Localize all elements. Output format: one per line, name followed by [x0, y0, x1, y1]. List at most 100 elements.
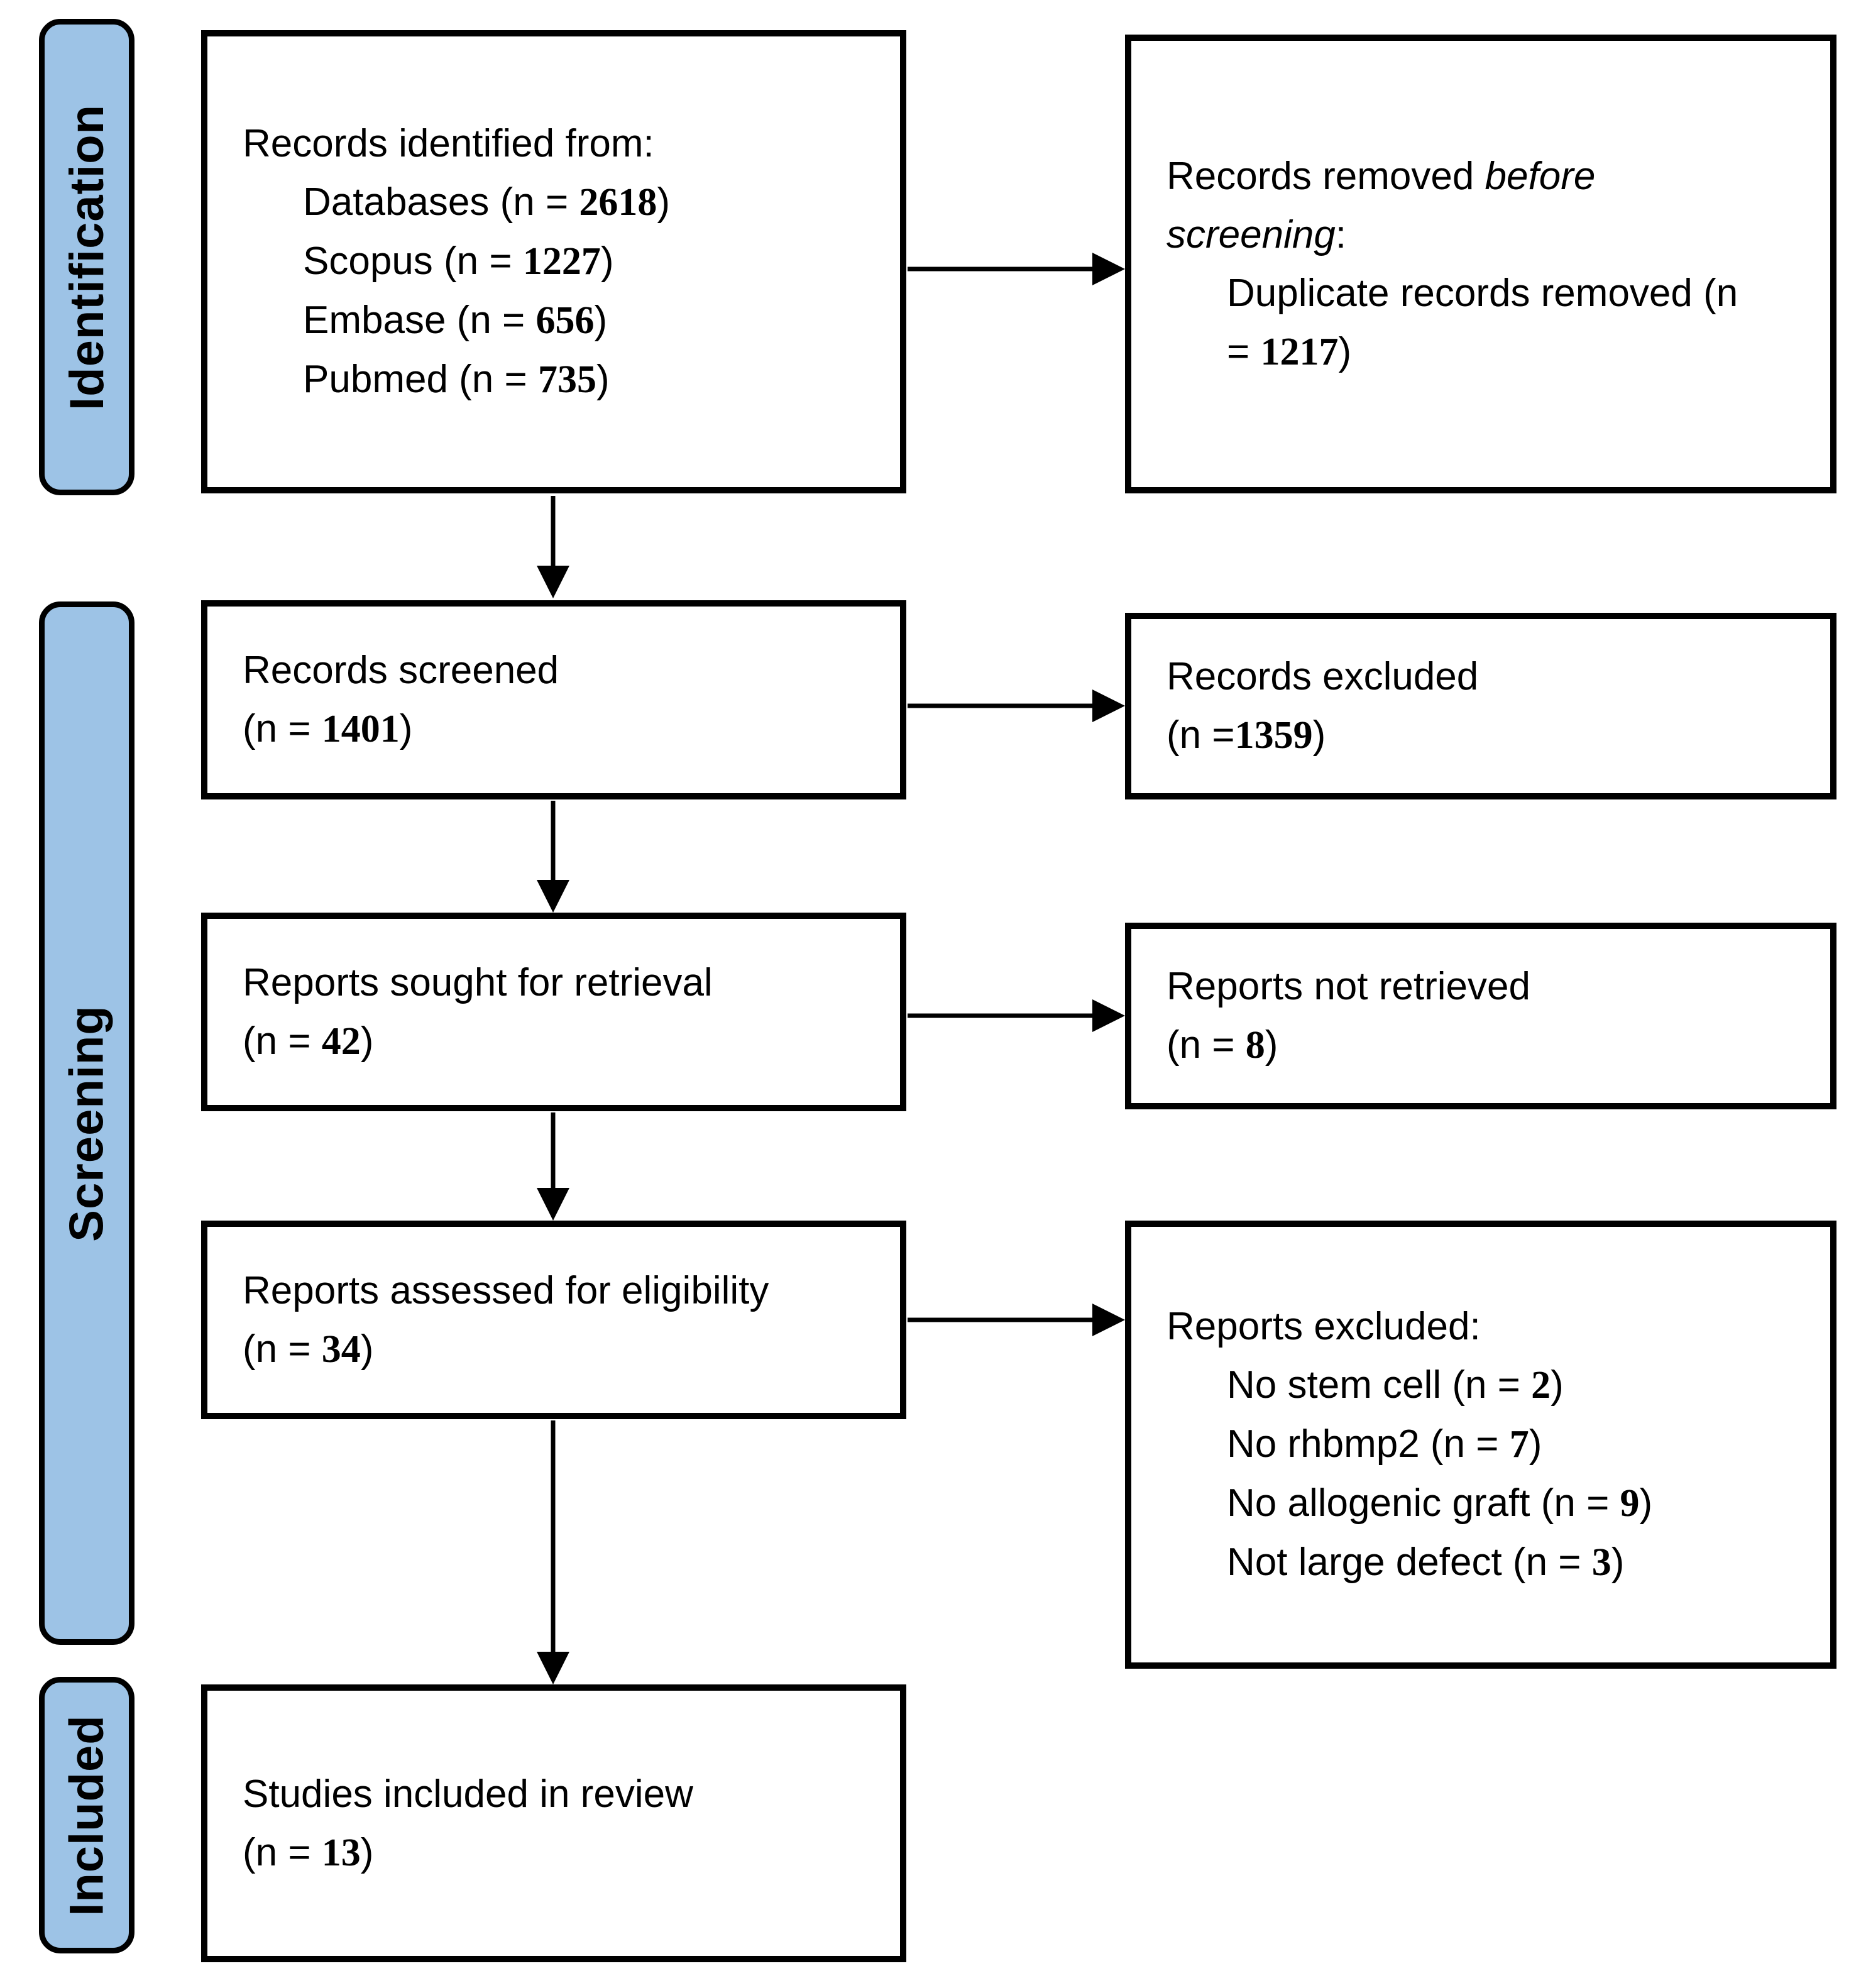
stage-pill-identification: Identification [39, 19, 134, 495]
box-text-segment: 8 [1245, 1024, 1265, 1067]
box-text-segment: 3 [1591, 1541, 1611, 1584]
stage-pill-screening: Screening [39, 601, 134, 1645]
box-text-segment: 7 [1509, 1423, 1529, 1466]
arrow-identified-to-screened [537, 496, 569, 598]
box-records-screened: Records screened (n = 1401) [201, 600, 906, 799]
box-text-line: (n = 13) [243, 1823, 881, 1882]
box-text-line: Duplicate records removed (n [1167, 264, 1811, 322]
box-reports-sought: Reports sought for retrieval (n = 42) [201, 913, 906, 1111]
box-text-segment: : [1335, 212, 1347, 256]
box-text-segment: Reports not retrieved [1167, 965, 1530, 1008]
box-text-segment: ) [399, 707, 413, 750]
box-text-segment: 2 [1531, 1364, 1551, 1407]
box-text-segment: (n = [243, 1830, 322, 1874]
box-text-segment: 42 [321, 1019, 361, 1063]
box-text-segment: Reports sought for retrieval [243, 960, 713, 1004]
box-text-segment: ) [360, 1019, 374, 1063]
box-text-segment: Not large defect (n = [1227, 1540, 1592, 1584]
box-text-segment: Studies included in review [243, 1772, 693, 1816]
box-text-line: screening: [1167, 206, 1811, 264]
box-text-segment: 34 [321, 1327, 361, 1371]
box-text-line: (n = 8) [1167, 1016, 1811, 1075]
arrow-identified-to-removed [908, 253, 1125, 285]
box-text-line: Records screened [243, 641, 881, 700]
box-text-segment: 735 [537, 358, 596, 401]
box-text-line: (n = 42) [243, 1012, 881, 1071]
box-text-segment: 2618 [579, 181, 657, 224]
box-text-segment: (n = [243, 1327, 322, 1371]
box-text-segment: ) [594, 299, 608, 342]
stage-label-identification: Identification [60, 104, 114, 410]
box-text-segment: 1359 [1234, 714, 1313, 757]
box-text-segment: Embase (n = [303, 299, 536, 342]
box-text-segment: 1401 [321, 708, 400, 750]
box-text-line: Records excluded [1167, 647, 1811, 706]
box-reports-excluded: Reports excluded:No stem cell (n = 2)No … [1125, 1221, 1836, 1669]
arrow-sought-to-assessed [537, 1112, 569, 1221]
stage-label-included: Included [60, 1714, 114, 1916]
box-text-line: (n = 1401) [243, 700, 881, 759]
box-text-segment: ) [1312, 713, 1326, 757]
stage-pill-included: Included [39, 1677, 134, 1953]
box-text-line: Embase (n = 656) [243, 291, 881, 350]
box-text-segment: ) [600, 239, 614, 283]
box-text-segment: ) [1639, 1481, 1653, 1525]
box-text-segment: ) [596, 358, 610, 401]
box-text-line: (n =1359) [1167, 706, 1811, 765]
box-text-segment: Records identified from: [243, 122, 654, 165]
box-text-segment: Reports excluded: [1167, 1305, 1481, 1348]
box-text-segment: ) [1265, 1023, 1278, 1067]
box-text-line: Records identified from: [243, 114, 881, 173]
box-text-segment: Databases (n = [303, 180, 579, 224]
arrow-assessed-to-reports-excluded [908, 1304, 1125, 1336]
box-text-segment: (n = [243, 1019, 322, 1063]
box-text-line: No allogenic graft (n = 9) [1167, 1474, 1811, 1533]
arrow-sought-to-not-retrieved [908, 999, 1125, 1032]
box-text-line: Reports sought for retrieval [243, 953, 881, 1012]
box-text-segment: 13 [321, 1831, 361, 1874]
stage-label-screening: Screening [60, 1004, 114, 1242]
box-text-line: No rhbmp2 (n = 7) [1167, 1415, 1811, 1474]
box-reports-assessed: Reports assessed for eligibility (n = 34) [201, 1221, 906, 1419]
box-text-line: Reports assessed for eligibility [243, 1261, 881, 1320]
box-text-segment: Scopus (n = [303, 239, 523, 283]
box-text-segment: ) [1611, 1540, 1625, 1584]
box-text-line: Studies included in review [243, 1765, 881, 1823]
box-text-segment: 9 [1620, 1482, 1640, 1525]
box-text-segment: ) [360, 1830, 374, 1874]
box-text-segment: = [1227, 329, 1261, 373]
box-text-segment: ) [360, 1327, 374, 1371]
box-text-line: No stem cell (n = 2) [1167, 1356, 1811, 1415]
box-text-segment: No stem cell (n = [1227, 1363, 1532, 1407]
box-text-segment: Records removed [1167, 154, 1485, 198]
box-text-segment: ) [1529, 1422, 1542, 1466]
box-text-segment: screening [1167, 212, 1336, 256]
box-records-identified: Records identified from: Databases (n = 2… [201, 30, 906, 493]
box-studies-included: Studies included in review (n = 13) [201, 1684, 906, 1962]
box-text-segment: 1227 [522, 240, 601, 283]
arrow-assessed-to-included [537, 1420, 569, 1684]
box-text-segment: (n = [243, 707, 322, 750]
box-text-segment: Pubmed (n = [303, 358, 538, 401]
box-text-line: Records removed before [1167, 147, 1811, 206]
box-records-excluded: Records excluded(n =1359) [1125, 613, 1836, 799]
box-text-segment: before [1485, 154, 1596, 198]
box-text-segment: Duplicate records removed (n [1227, 271, 1738, 315]
box-text-line: Scopus (n = 1227) [243, 232, 881, 291]
box-text-segment: Records screened [243, 649, 559, 692]
box-text-segment: Reports assessed for eligibility [243, 1268, 769, 1312]
box-text-segment: (n = [1167, 1023, 1246, 1067]
box-text-segment: No allogenic graft (n = [1227, 1481, 1620, 1525]
box-reports-not-retrieved: Reports not retrieved (n = 8) [1125, 923, 1836, 1109]
box-text-segment: ) [657, 180, 671, 224]
box-text-line: (n = 34) [243, 1320, 881, 1379]
box-text-line: Reports not retrieved [1167, 957, 1811, 1016]
box-text-line: Pubmed (n = 735) [243, 350, 881, 409]
box-text-line: Not large defect (n = 3) [1167, 1533, 1811, 1592]
box-text-line: = 1217) [1167, 322, 1811, 382]
box-text-segment: 1217 [1260, 330, 1339, 373]
arrow-screened-to-sought [537, 801, 569, 913]
box-text-line: Databases (n = 2618) [243, 173, 881, 232]
